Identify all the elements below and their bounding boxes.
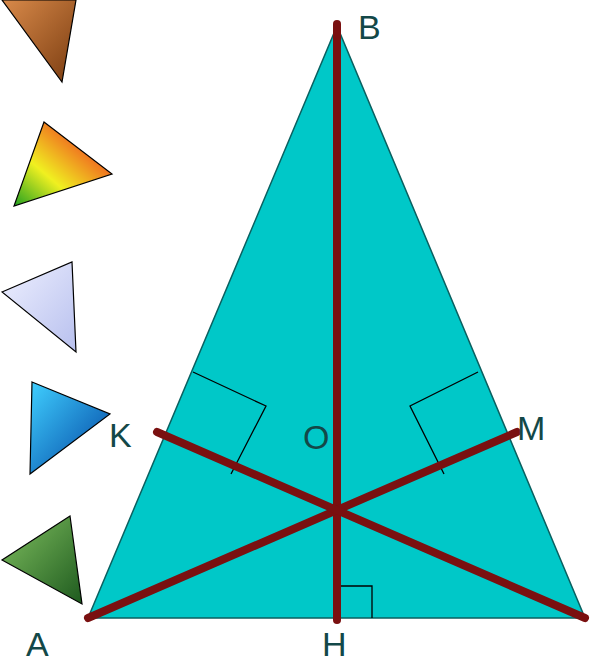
point-label: B [358,10,381,44]
point-label: K [109,418,132,452]
point-label: A [26,627,49,661]
altitudes [88,24,585,620]
point-label: M [517,411,545,445]
point-label: H [322,627,347,661]
point-label: O [303,420,329,454]
decorative-triangles [2,0,112,604]
